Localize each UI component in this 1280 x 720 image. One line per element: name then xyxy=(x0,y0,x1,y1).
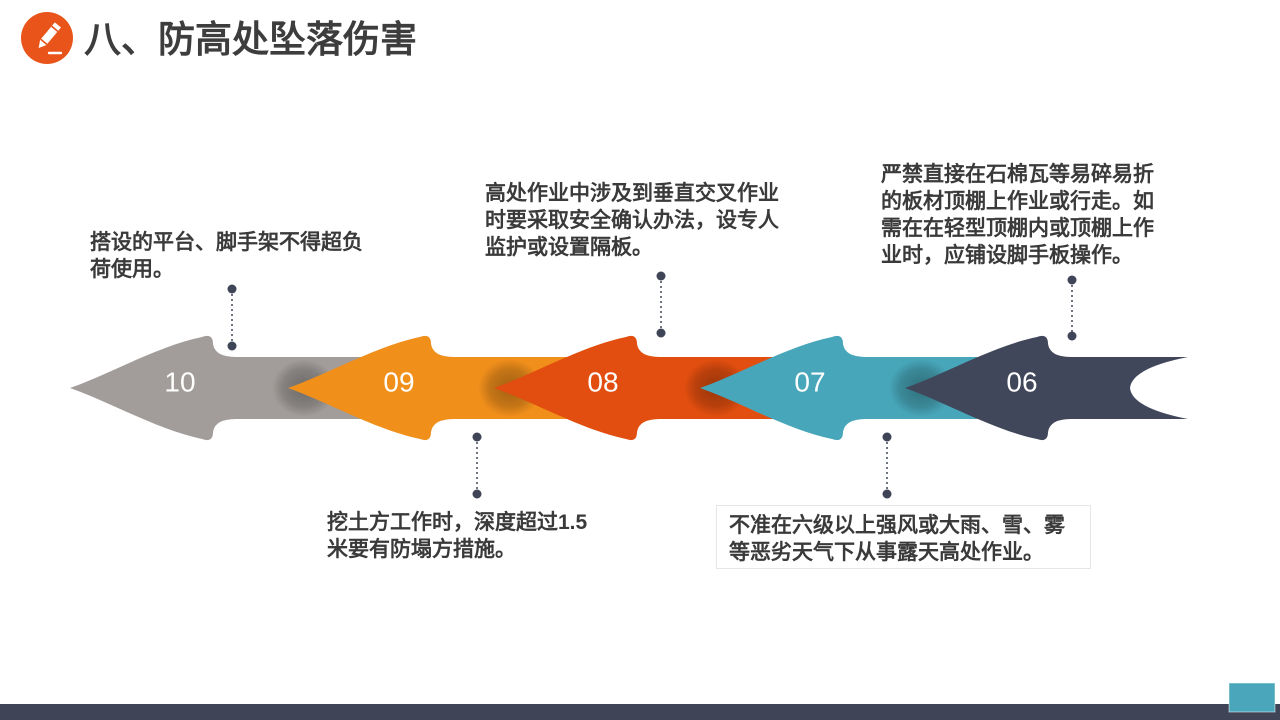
description-line: 搭设的平台、脚手架不得超负 xyxy=(90,231,363,254)
connector-dot xyxy=(472,432,482,442)
step-description-09: 挖土方工作时，深度超过1.5 米要有防塌方措施。 xyxy=(327,509,587,563)
arrow-chain xyxy=(70,335,1188,441)
connector-08 xyxy=(656,271,666,338)
connector-dot xyxy=(227,284,237,294)
description-line: 业时，应铺设脚手板操作。 xyxy=(881,244,1133,267)
description-line: 不准在六级以上强风或大雨、雪、雾 xyxy=(729,514,1065,537)
page-title: 八、防高处坠落伤害 xyxy=(84,19,417,60)
arrow-step-06 xyxy=(905,335,1188,441)
connector-dot xyxy=(882,489,892,499)
connector-10 xyxy=(227,284,237,351)
connector-dot xyxy=(472,489,482,499)
step-description-07: 不准在六级以上强风或大雨、雪、雾 等恶劣天气下从事露天高处作业。 xyxy=(716,505,1091,569)
connector-dot xyxy=(656,271,666,281)
connector-dot xyxy=(1067,275,1077,285)
step-numbers: 10 09 08 07 06 xyxy=(164,367,1037,398)
description-line: 的板材顶棚上作业或行走。如 xyxy=(881,190,1154,213)
connector-06 xyxy=(1067,275,1077,341)
connector-dot xyxy=(656,328,666,338)
footer-bar xyxy=(0,704,1280,720)
corner-accent xyxy=(1228,682,1276,713)
connector-dot xyxy=(882,432,892,442)
description-line: 米要有防塌方措施。 xyxy=(327,538,516,561)
description-line: 等恶劣天气下从事露天高处作业。 xyxy=(729,541,1044,564)
description-line: 监护或设置隔板。 xyxy=(485,236,653,259)
step-description-08: 高处作业中涉及到垂直交叉作业 时要采取安全确认办法，设专人 监护或设置隔板。 xyxy=(485,180,779,261)
step-number-06: 06 xyxy=(1006,367,1037,398)
connector-dot xyxy=(227,341,237,351)
connector-dot xyxy=(1067,331,1077,341)
description-line: 需在在轻型顶棚内或顶棚上作 xyxy=(881,217,1154,240)
description-line: 时要采取安全确认办法，设专人 xyxy=(485,209,779,232)
step-description-06: 严禁直接在石棉瓦等易碎易折 的板材顶棚上作业或行走。如 需在在轻型顶棚内或顶棚上… xyxy=(881,161,1154,269)
connector-09 xyxy=(472,432,482,499)
description-line: 高处作业中涉及到垂直交叉作业 xyxy=(485,182,779,205)
step-number-08: 08 xyxy=(587,367,618,398)
description-line: 荷使用。 xyxy=(90,258,174,281)
step-number-09: 09 xyxy=(383,367,414,398)
description-line: 挖土方工作时，深度超过1.5 xyxy=(327,511,588,534)
pencil-icon xyxy=(21,12,73,64)
description-line: 严禁直接在石棉瓦等易碎易折 xyxy=(881,163,1154,186)
step-number-10: 10 xyxy=(164,367,195,398)
step-description-10: 搭设的平台、脚手架不得超负 荷使用。 xyxy=(90,229,363,283)
step-number-07: 07 xyxy=(794,367,825,398)
connector-07 xyxy=(882,432,892,499)
